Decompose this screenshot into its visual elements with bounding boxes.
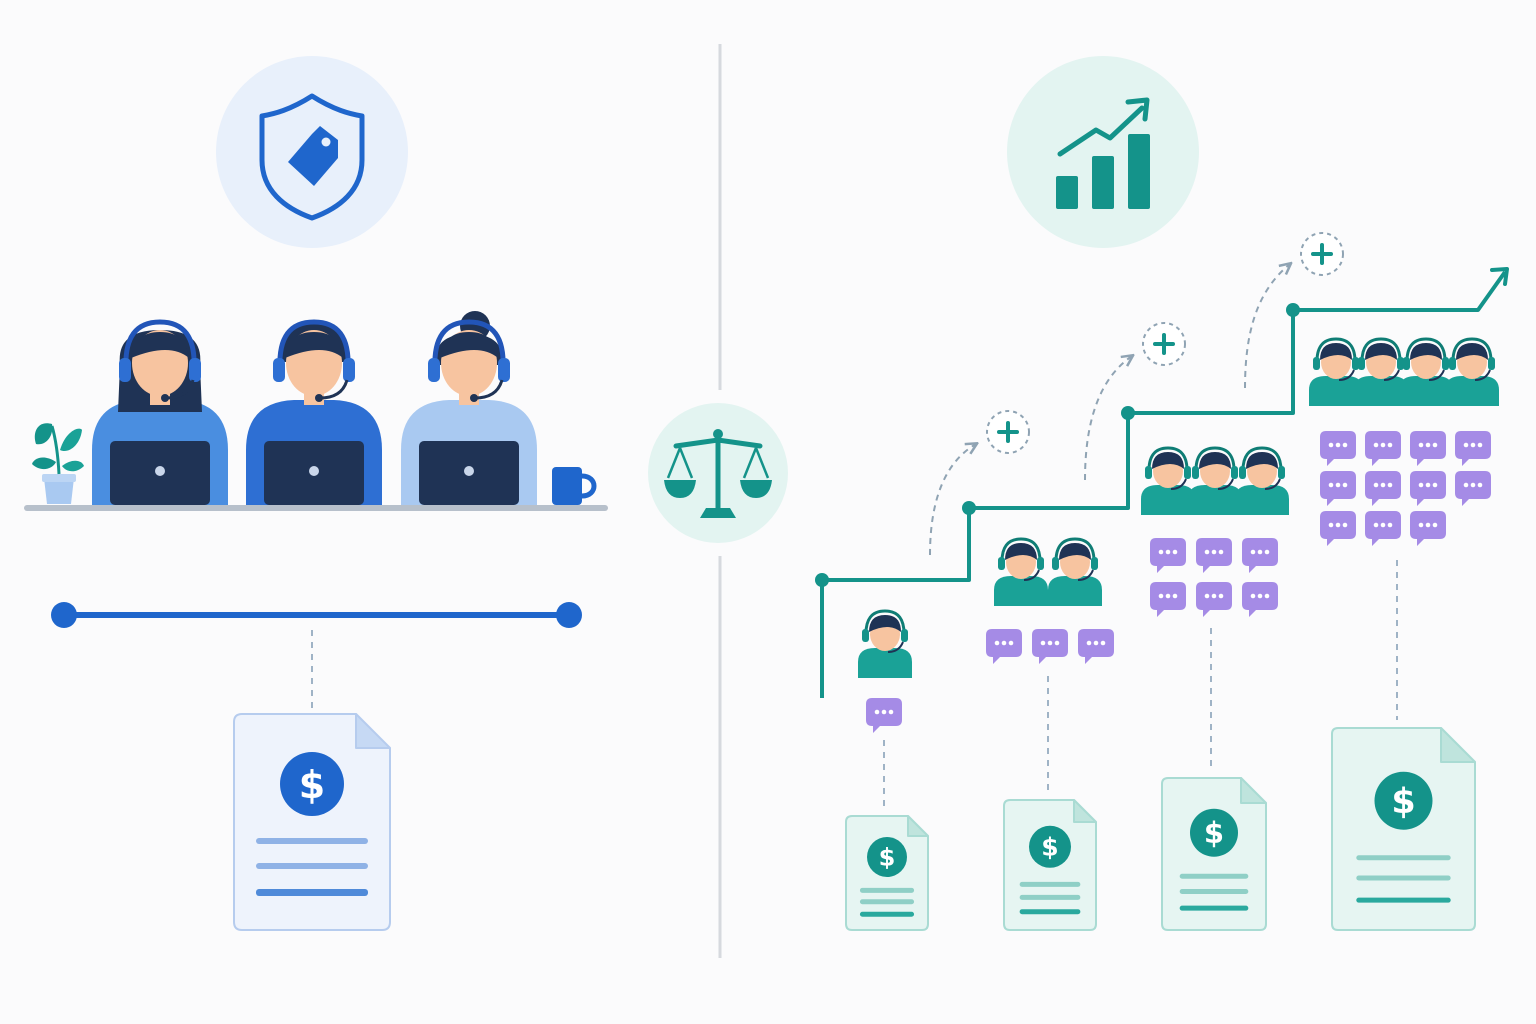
chat-bubble-icon: [1150, 538, 1186, 573]
support-agent: [92, 319, 228, 505]
chat-bubble-icon: [1365, 511, 1401, 546]
svg-text:$: $: [879, 843, 896, 871]
plus-circle-icon: [929, 410, 1030, 556]
growth-bar-chart-icon: [1007, 56, 1199, 248]
right-panel: $ $ $ $: [815, 56, 1509, 931]
chat-bubble-icon: [1150, 582, 1186, 617]
svg-text:$: $: [1041, 833, 1058, 862]
chat-bubble-icon: [1410, 471, 1446, 506]
support-agent: [1048, 537, 1102, 606]
desk: [24, 505, 608, 511]
scaling-tier: $: [1309, 337, 1499, 931]
shield-price-tag-icon: [216, 56, 408, 248]
support-agent: [1399, 337, 1453, 406]
fixed-range-bar: [51, 602, 582, 708]
chat-bubble-icon: [986, 629, 1022, 664]
plant-icon: [32, 423, 84, 504]
chat-bubble-icon: [1196, 538, 1232, 573]
chat-bubble-icon: [1365, 471, 1401, 506]
chat-bubble-icon: [1320, 471, 1356, 506]
support-agent: [1188, 446, 1242, 515]
support-agent: [1445, 337, 1499, 406]
chat-bubble-icon: [1242, 582, 1278, 617]
scaling-tier: $: [1141, 446, 1289, 931]
dollar-invoice-icon: $: [845, 815, 929, 931]
support-team: [92, 311, 537, 505]
tier-upgrade-steps: [929, 232, 1344, 556]
chat-bubble-icon: [1410, 511, 1446, 546]
chat-bubble-icon: [1410, 431, 1446, 466]
support-agent: [1309, 337, 1363, 406]
svg-text:$: $: [1391, 782, 1415, 822]
dollar-invoice-icon: $: [1331, 727, 1476, 931]
svg-text:$: $: [1204, 816, 1224, 850]
chat-bubble-icon: [1032, 629, 1068, 664]
plus-circle-icon: [1084, 322, 1186, 481]
chat-bubble-icon: [1320, 431, 1356, 466]
chat-bubble-icon: [1242, 538, 1278, 573]
dollar-invoice-icon: $: [1003, 799, 1097, 931]
dollar-invoice-icon: $: [233, 713, 391, 931]
dollar-invoice-icon: $: [1161, 777, 1267, 931]
scaling-tier: $: [986, 537, 1114, 931]
chat-bubble-icon: [866, 698, 902, 733]
chat-bubble-icon: [1455, 431, 1491, 466]
chat-bubble-icon: [1365, 431, 1401, 466]
chat-bubble-icon: [1078, 629, 1114, 664]
support-agent: [994, 537, 1048, 606]
balance-scale-icon: [648, 403, 788, 543]
scaling-tier: $: [845, 609, 929, 931]
left-panel: $: [24, 56, 608, 931]
growth-step-line: [815, 267, 1509, 698]
plus-circle-icon: [1244, 232, 1344, 389]
svg-text:$: $: [299, 763, 325, 807]
chat-bubble-icon: [1196, 582, 1232, 617]
scaling-tiers: $ $ $ $: [845, 337, 1499, 931]
support-agent: [246, 319, 382, 505]
support-agent: [858, 609, 912, 678]
chat-bubble-icon: [1320, 511, 1356, 546]
coffee-mug-icon: [552, 467, 597, 505]
support-agent: [1141, 446, 1195, 515]
support-agent: [1354, 337, 1408, 406]
chat-bubble-icon: [1455, 471, 1491, 506]
support-agent: [1235, 446, 1289, 515]
support-agent: [401, 311, 537, 505]
